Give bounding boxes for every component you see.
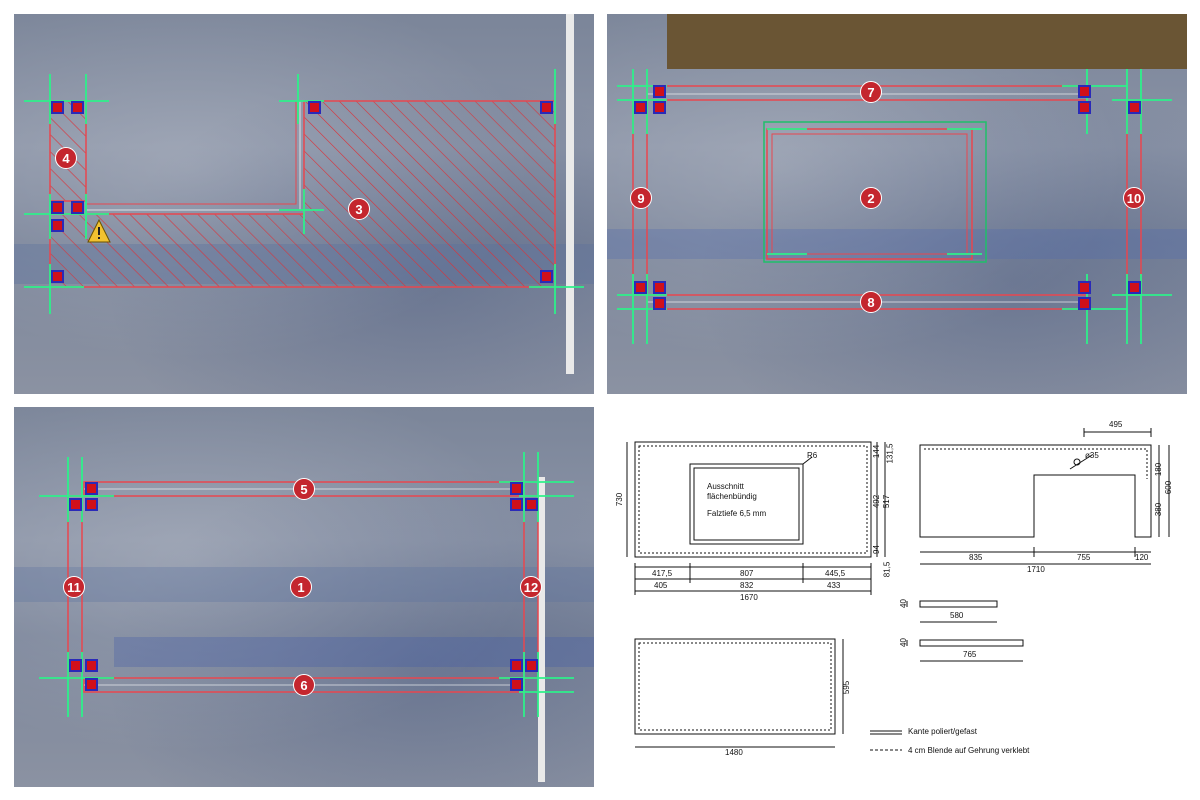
offset-line (86, 101, 301, 211)
technical-drawing: Ausschnitt flächenbündig Falztiefe 6,5 m… (607, 407, 1187, 787)
dim-slab1-right: 81,5 (882, 561, 892, 578)
ruler (538, 477, 545, 782)
dim-slab1-right: 131,5 (885, 443, 895, 464)
corner-markers (69, 482, 538, 691)
pallet-background (667, 14, 1187, 69)
dim-slab1-bottom: 405 (654, 581, 668, 590)
dim-slab2-bottom: 120 (1135, 553, 1149, 562)
dim-slab2-bottom: 755 (1077, 553, 1091, 562)
dim-slab1-right: 492 (872, 494, 882, 509)
cutout-subtitle: flächenbündig (707, 492, 757, 501)
dim-slab2-bottom: 835 (969, 553, 983, 562)
piece-badge: 7 (860, 81, 882, 103)
piece-badge: 6 (293, 674, 315, 696)
corner-markers (51, 101, 553, 283)
dim-slab2-right: 180 (1154, 462, 1164, 477)
piece-badge: 3 (348, 198, 370, 220)
dim-slab2-right: 600 (1164, 480, 1174, 495)
stone-slab-panel-bottom-left: 5 11 1 12 6 (14, 407, 594, 787)
drawing-lines (626, 428, 1170, 751)
corner-markers (634, 85, 1141, 310)
dim-slab1-bottom: 807 (740, 569, 754, 578)
dim-slab2-right: 380 (1154, 502, 1164, 517)
offset-line (86, 101, 297, 205)
piece-badge: 2 (860, 187, 882, 209)
cut-piece-3 (49, 100, 556, 288)
piece-badge: 8 (860, 291, 882, 313)
dim-slab1-height: 730 (615, 492, 625, 507)
cutout-title: Ausschnitt (707, 482, 744, 491)
dim-strip1-length: 580 (950, 611, 964, 620)
dim-slab2-top: 495 (1109, 420, 1123, 429)
dim-slab1-right: 144 (872, 444, 882, 459)
dim-slab3-length: 1480 (725, 748, 743, 757)
warning-triangle-icon (87, 218, 111, 243)
hole-label: ø35 (1085, 451, 1099, 460)
piece-badge: 11 (63, 576, 85, 598)
ruler (566, 14, 574, 374)
piece-badge: 12 (520, 576, 542, 598)
cut-piece-2 (766, 128, 973, 260)
inset-area (763, 121, 987, 263)
piece-badge: 9 (630, 187, 652, 209)
piece-badge: 4 (55, 147, 77, 169)
cut-plan-overlay-top-left (14, 14, 594, 374)
dim-slab1-bottom: 832 (740, 581, 754, 590)
dim-slab1-right: 517 (882, 494, 892, 509)
dim-slab1-total: 1670 (740, 593, 758, 602)
stone-slab-panel-top-right: 7 2 9 10 8 (607, 14, 1187, 394)
legend-dashed-edge: 4 cm Blende auf Gehrung verklebt (908, 746, 1030, 755)
dim-strip2-height: 40 (898, 638, 908, 647)
dim-slab3-height: 595 (842, 680, 852, 695)
dim-slab1-bottom: 433 (827, 581, 841, 590)
cutout-edge (771, 133, 968, 255)
piece-badge: 1 (290, 576, 312, 598)
dim-slab2-total: 1710 (1027, 565, 1045, 574)
dim-strip1-height: 40 (898, 599, 908, 608)
dim-strip2-length: 765 (963, 650, 977, 659)
legend-solid-edge: Kante poliert/gefast (908, 727, 977, 736)
radius-label: R6 (807, 451, 818, 460)
cutout-depth: Falztiefe 6,5 mm (707, 509, 767, 518)
piece-badge: 10 (1123, 187, 1145, 209)
cut-plan-overlay-top-right (607, 14, 1187, 344)
dim-slab1-bottom: 417,5 (652, 569, 673, 578)
stone-slab-panel-top-left: 4 3 (14, 14, 594, 394)
piece-badge: 5 (293, 478, 315, 500)
dim-slab1-right: 94 (871, 545, 881, 554)
dim-slab1-bottom: 445,5 (825, 569, 846, 578)
